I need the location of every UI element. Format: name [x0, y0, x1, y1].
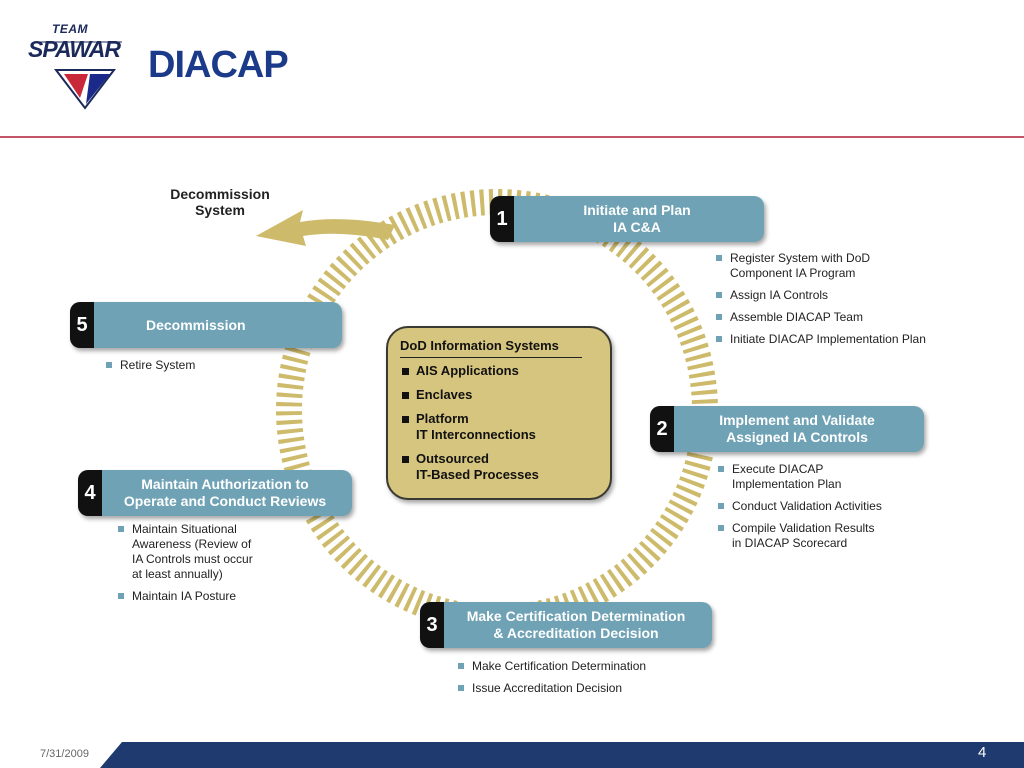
- step-1-box: 1 Initiate and Plan IA C&A: [490, 196, 764, 242]
- step-3-bullet: Issue Accreditation Decision: [456, 681, 696, 696]
- spawar-logo-icon: [34, 41, 122, 110]
- step-4-number: 4: [78, 470, 102, 516]
- step-5-number: 5: [70, 302, 94, 348]
- step-3-box: 3 Make Certification Determination & Acc…: [420, 602, 712, 648]
- center-box: DoD Information Systems AIS Applications…: [386, 326, 612, 500]
- step-5-bullets: Retire System: [104, 358, 264, 380]
- step-1-bullets: Register System with DoD Component IA Pr…: [714, 251, 954, 354]
- center-list: AIS Applications Enclaves Platform IT In…: [402, 363, 539, 491]
- step-1-number: 1: [490, 196, 514, 242]
- page-number: 4: [978, 744, 987, 761]
- exit-arrow-icon: [256, 210, 395, 246]
- title-divider: [0, 136, 1024, 138]
- step-4-bullets: Maintain Situational Awareness (Review o…: [116, 522, 286, 611]
- decommission-system-label: Decommission System: [170, 186, 270, 218]
- step-2-bullet: Execute DIACAP Implementation Plan: [716, 462, 926, 492]
- step-1-bullet: Initiate DIACAP Implementation Plan: [714, 332, 954, 347]
- step-2-bullet: Conduct Validation Activities: [716, 499, 926, 514]
- slide-title: DIACAP: [148, 44, 289, 86]
- logo-spawar-text: SPAWAR: [28, 36, 121, 62]
- step-5-box: 5 Decommission: [70, 302, 342, 348]
- step-2-number: 2: [650, 406, 674, 452]
- step-1-bullet: Assemble DIACAP Team: [714, 310, 954, 325]
- step-1-title: Initiate and Plan IA C&A: [583, 202, 691, 235]
- step-4-title: Maintain Authorization to Operate and Co…: [123, 476, 327, 509]
- step-3-bullet: Make Certification Determination: [456, 659, 696, 674]
- step-4-bullet: Maintain IA Posture: [116, 589, 286, 604]
- step-4-bullet: Maintain Situational Awareness (Review o…: [116, 522, 286, 582]
- step-5-bullet: Retire System: [104, 358, 264, 373]
- step-1-bullet: Register System with DoD Component IA Pr…: [714, 251, 954, 281]
- step-3-number: 3: [420, 602, 444, 648]
- step-4-box: 4 Maintain Authorization to Operate and …: [78, 470, 352, 516]
- center-item: AIS Applications: [402, 363, 539, 379]
- step-2-box: 2 Implement and Validate Assigned IA Con…: [650, 406, 924, 452]
- step-5-title: Decommission: [146, 316, 246, 333]
- center-divider: [400, 357, 582, 358]
- step-3-bullets: Make Certification Determination Issue A…: [456, 659, 696, 703]
- step-2-title: Implement and Validate Assigned IA Contr…: [719, 412, 875, 445]
- step-3-title: Make Certification Determination & Accre…: [466, 608, 686, 641]
- step-2-bullets: Execute DIACAP Implementation Plan Condu…: [716, 462, 926, 558]
- logo-team-text: TEAM: [52, 22, 88, 36]
- center-item: Outsourced IT-Based Processes: [402, 451, 539, 483]
- step-1-bullet: Assign IA Controls: [714, 288, 954, 303]
- center-title: DoD Information Systems: [400, 338, 559, 353]
- footer-bar: [100, 742, 1024, 768]
- center-item: Platform IT Interconnections: [402, 411, 539, 443]
- step-2-bullet: Compile Validation Results in DIACAP Sco…: [716, 521, 926, 551]
- center-item: Enclaves: [402, 387, 539, 403]
- footer-date: 7/31/2009: [40, 748, 89, 760]
